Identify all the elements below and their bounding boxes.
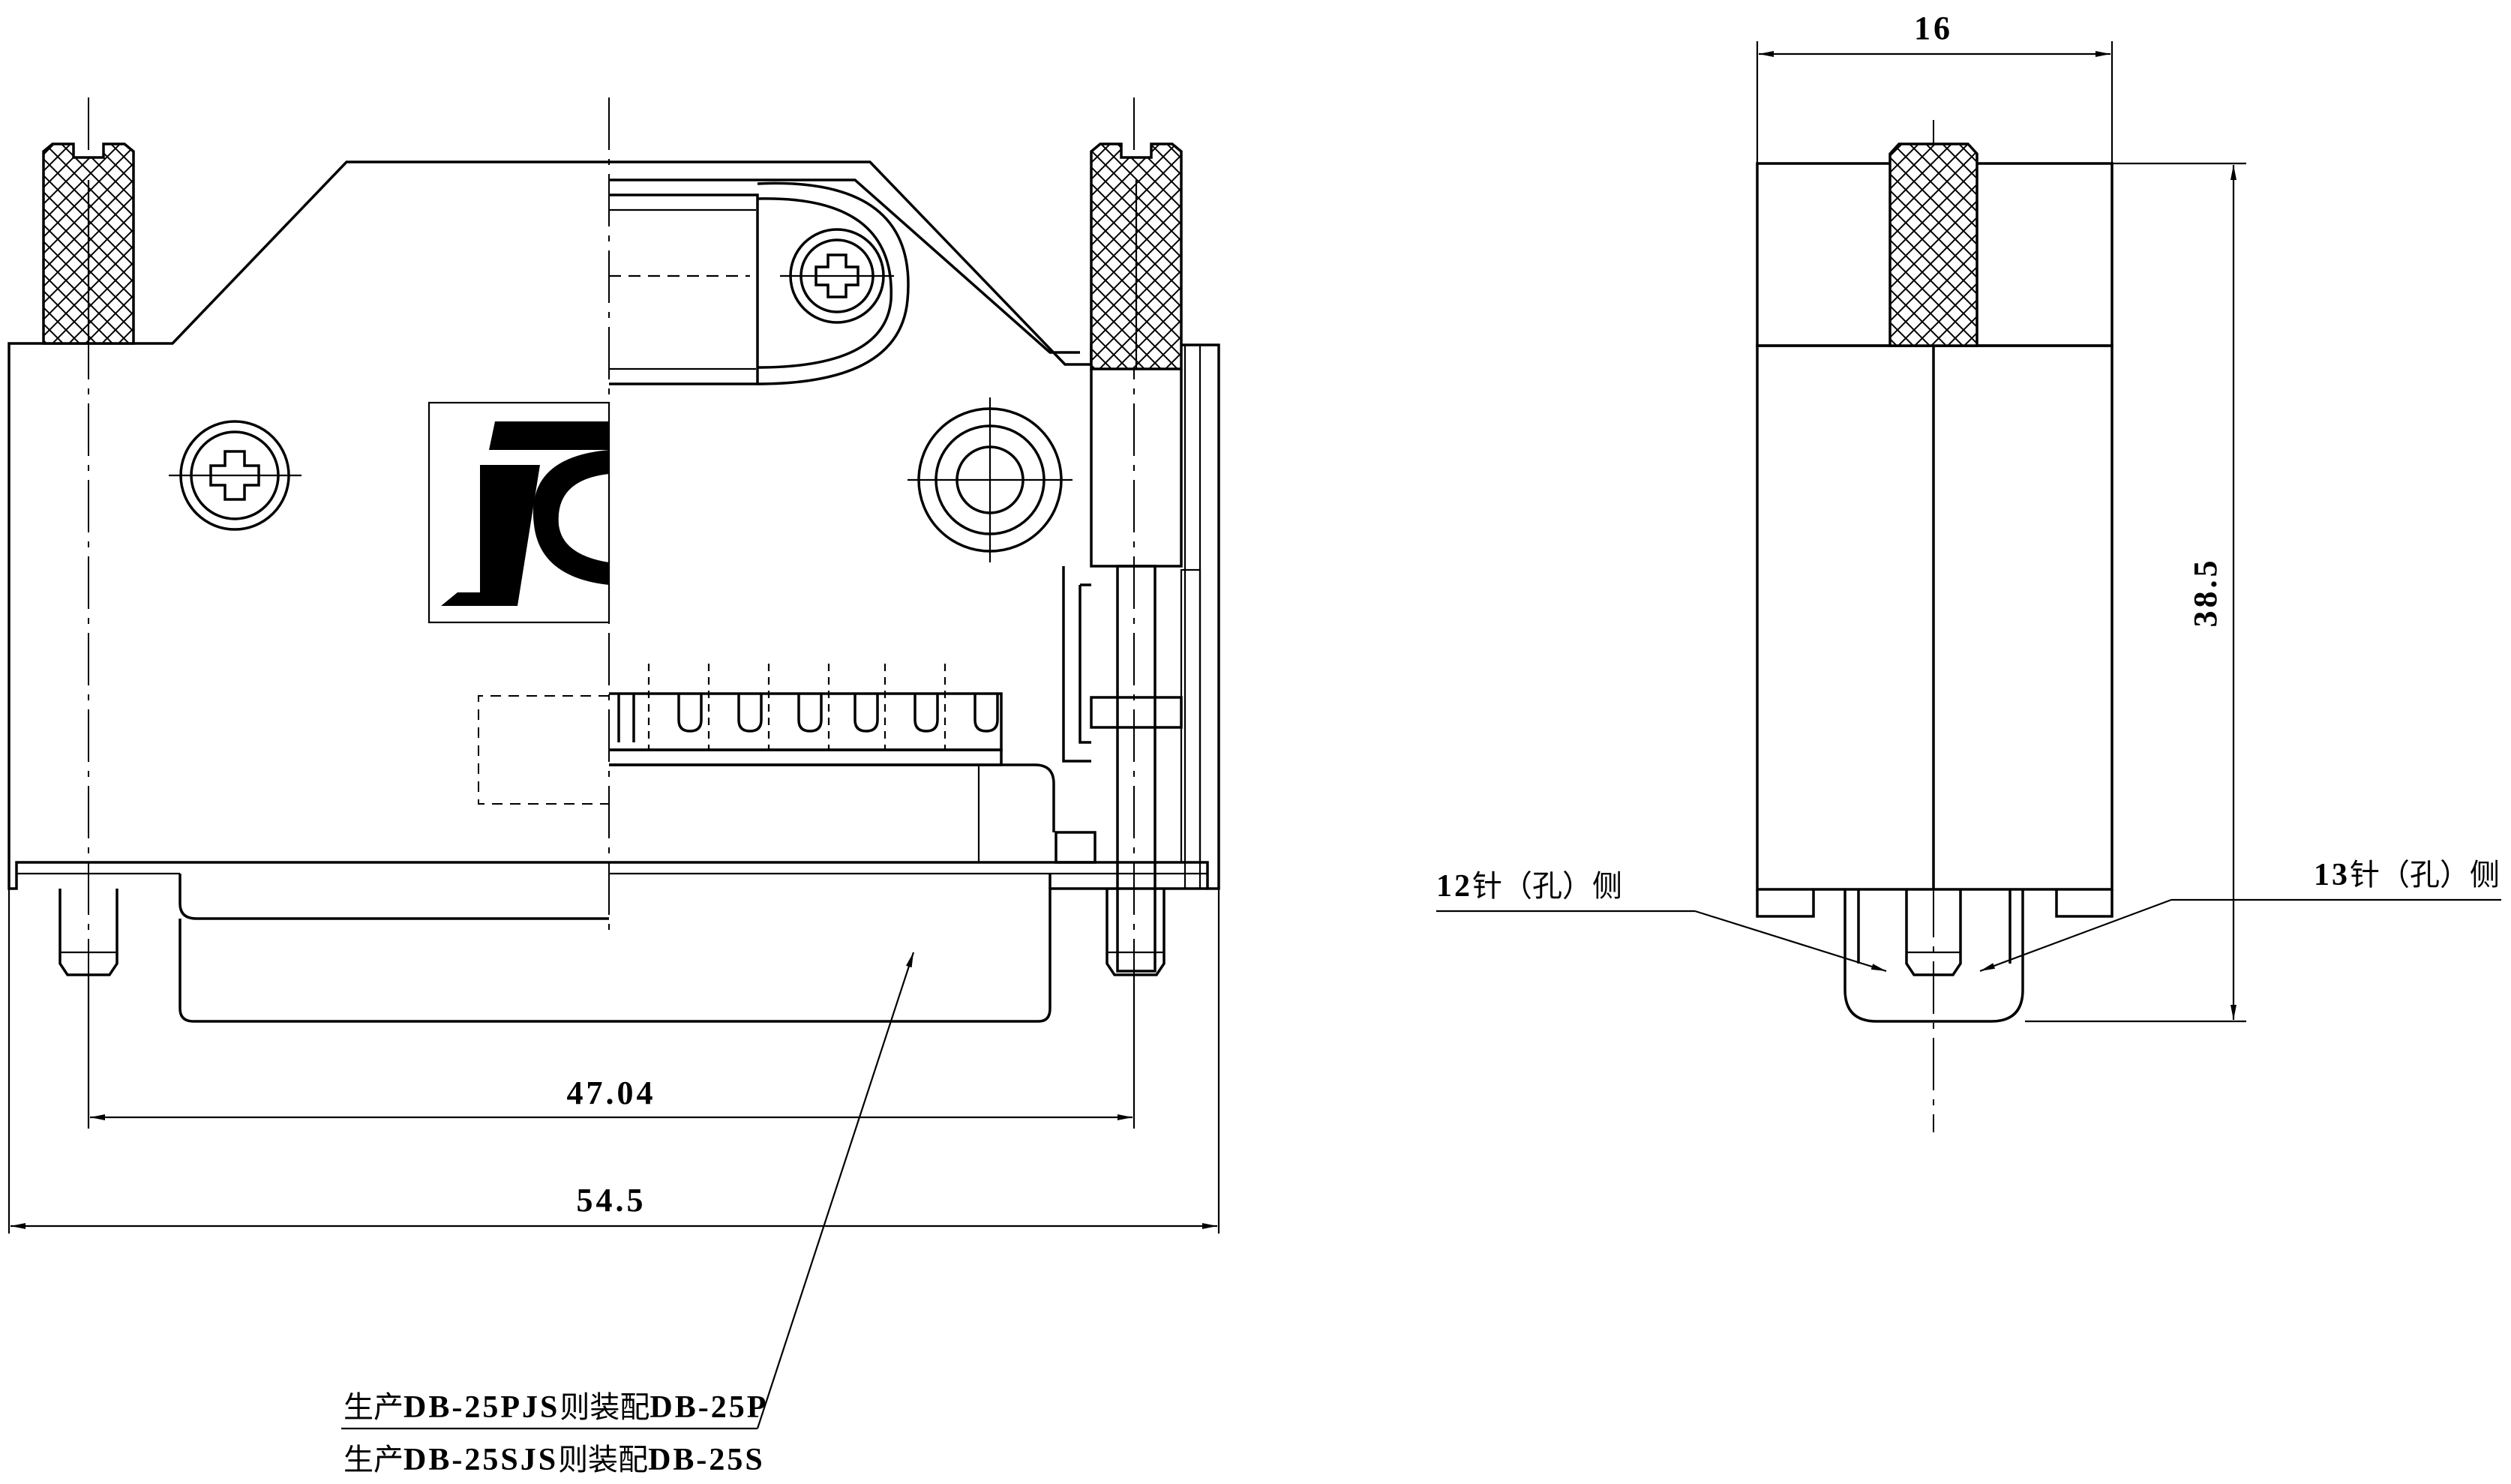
side-view xyxy=(1756,120,2114,1132)
note-line-1: 生产DB-25PJS则装配DB-25P xyxy=(344,1390,768,1425)
brand-logo xyxy=(428,401,610,624)
callout-13-side: 13针（孔）侧 xyxy=(2314,858,2500,892)
dim-depth: 16 xyxy=(1914,10,1953,46)
dim-inner-width: 47.04 xyxy=(567,1075,656,1111)
dim-height: 38.5 xyxy=(2187,558,2224,628)
dim-outer-width: 54.5 xyxy=(577,1182,646,1219)
front-dimensions: 47.04 54.5 xyxy=(8,889,1220,1234)
note-line-2: 生产DB-25SJS则装配DB-25S xyxy=(344,1443,765,1477)
hood-outline xyxy=(8,160,1220,890)
assembly-note: 生产DB-25PJS则装配DB-25P 生产DB-25SJS则装配DB-25S xyxy=(341,952,915,1477)
side-dimensions: 16 38.5 12针（孔）侧 13针（孔）侧 xyxy=(1436,10,2501,1023)
cable-clamp xyxy=(609,193,759,385)
side-d-shell xyxy=(1844,889,2024,1023)
d-shell xyxy=(178,874,1208,1023)
front-view xyxy=(8,97,1220,1125)
right-screw-tip xyxy=(1106,889,1166,976)
contact-pins xyxy=(609,664,1055,862)
callout-12-side: 12针（孔）侧 xyxy=(1436,869,1622,904)
side-thumbscrew-knurl xyxy=(1888,142,1978,347)
